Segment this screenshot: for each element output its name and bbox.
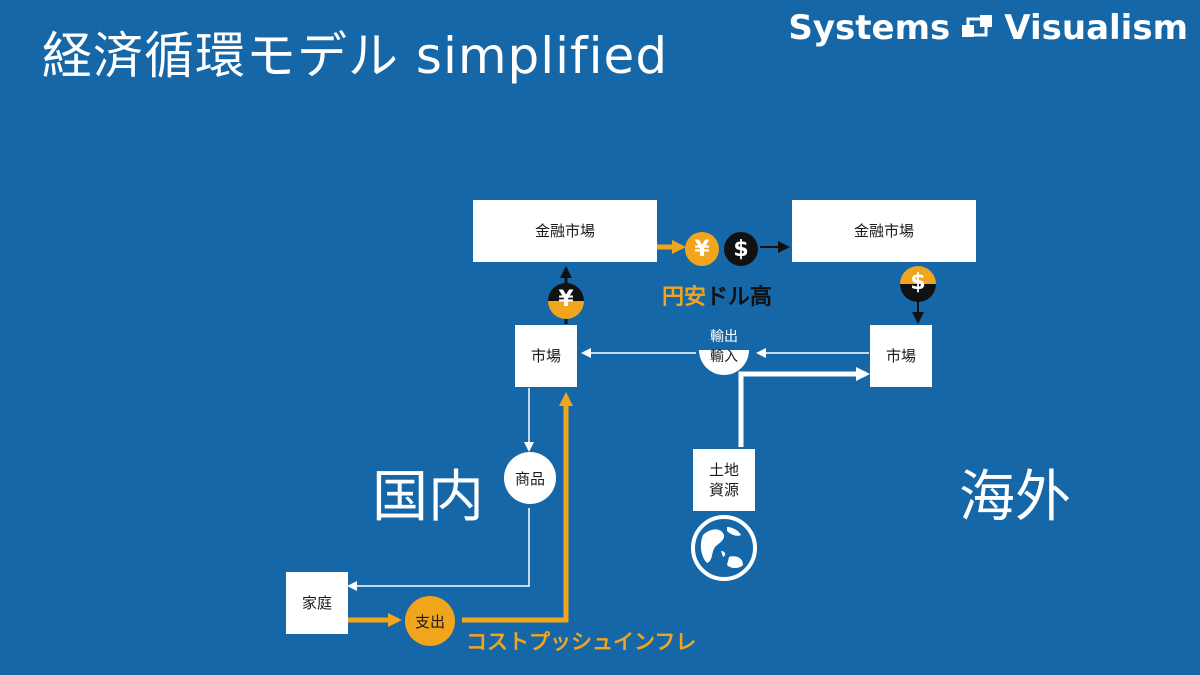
yen-coin-domestic: ¥	[548, 283, 584, 319]
dollar-coin-fx: $	[724, 232, 758, 266]
brand-right-text: Visualism	[1004, 8, 1188, 48]
market-domestic: 市場	[515, 325, 577, 387]
dollar-coin-foreign: $	[900, 266, 936, 302]
export-label: 輸出	[710, 329, 738, 345]
spending-to-market-arrow	[462, 392, 573, 623]
resources-label: 資源	[708, 481, 739, 499]
land-resources: 土地 資源	[693, 449, 755, 511]
fx-dollar-label: ドル高	[706, 285, 773, 310]
yen-coin-fx: ¥	[685, 232, 719, 266]
export-import-node: 輸出 輸入	[698, 324, 750, 376]
fin-market-foreign: 金融市場	[792, 200, 976, 262]
yen-symbol: ¥	[558, 287, 574, 312]
household: 家庭	[286, 572, 348, 634]
globe-icon	[691, 515, 757, 581]
fx-yen-label: 円安	[662, 285, 707, 310]
brand-logo: Systems Visualism	[788, 8, 1188, 48]
market-foreign: 市場	[870, 325, 932, 387]
dollar-symbol: $	[910, 270, 926, 295]
region-domestic: 国内	[372, 465, 484, 530]
page-title: 経済循環モデル simplified	[42, 27, 669, 85]
cost-push-label: コストプッシュインフレ	[466, 630, 697, 654]
brand-mark-icon	[962, 15, 993, 37]
goods-node: 商品	[504, 452, 556, 504]
resources-to-market-arrow	[738, 367, 870, 447]
brand-left-text: Systems	[788, 8, 951, 48]
goods-to-household-arrow	[347, 508, 530, 591]
import-label: 輸入	[710, 349, 738, 365]
fin-market-domestic: 金融市場	[473, 200, 657, 262]
export-import-shape	[699, 350, 749, 375]
land-label: 土地	[708, 460, 739, 479]
yen-split-shape	[548, 283, 584, 319]
fx-label: 円安ドル高	[662, 279, 772, 311]
dollar-split-shape	[900, 266, 936, 302]
region-overseas: 海外	[959, 465, 1071, 530]
spending-node: 支出	[405, 596, 455, 646]
